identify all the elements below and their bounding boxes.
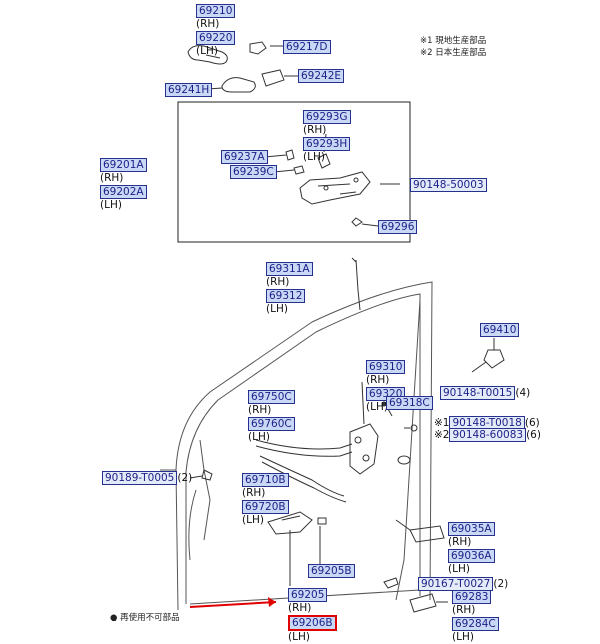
part-90148-t0015[interactable]: 90148-T0015 <box>440 386 516 400</box>
part-69293h[interactable]: 69293H <box>303 137 351 151</box>
part-69239c[interactable]: 69239C <box>230 165 277 179</box>
highlight-arrow <box>189 597 277 608</box>
lock-rod-drawing <box>355 259 361 311</box>
part-69760c[interactable]: 69760C <box>248 417 295 431</box>
door-outline-drawing <box>160 281 433 611</box>
part-69720b[interactable]: 69720B <box>242 500 289 514</box>
part-69310[interactable]: 69310 <box>366 360 406 374</box>
callout-90167-t0027: 90167-T0027(2) <box>418 577 508 591</box>
striker-drawing <box>483 338 505 369</box>
callout-90148-t0015: 90148-T0015(4) <box>440 386 530 400</box>
callout-69242e: 69242E <box>298 69 345 83</box>
part-90148-t0018[interactable]: 90148-T0018 <box>449 416 525 430</box>
handle-pad-drawing <box>249 41 267 55</box>
callout-69205b: 69205B <box>308 564 355 578</box>
part-69312[interactable]: 69312 <box>266 289 306 303</box>
part-69201a[interactable]: 69201A <box>100 158 147 172</box>
cover-69283-drawing <box>409 593 437 613</box>
callout-69241h: 69241H <box>165 83 213 97</box>
part-69220[interactable]: 69220 <box>196 31 236 45</box>
frame-assembly-box <box>177 101 411 243</box>
callout-69205-69206b: 69205(RH) 69206B(LH) <box>288 588 337 644</box>
part-69283[interactable]: 69283 <box>452 590 492 604</box>
part-69296[interactable]: 69296 <box>378 220 418 234</box>
note-local-production: ※1 現地生産部品 <box>420 36 487 46</box>
part-69410[interactable]: 69410 <box>480 323 520 337</box>
part-69311a[interactable]: 69311A <box>266 262 313 276</box>
callout-90189-t0005: 90189-T0005(2) <box>102 471 192 485</box>
part-69206b-highlighted[interactable]: 69206B <box>288 615 337 631</box>
cable-drawing <box>255 439 353 450</box>
bullet-marker <box>112 618 116 621</box>
part-69750c[interactable]: 69750C <box>248 390 295 404</box>
part-69205[interactable]: 69205 <box>288 588 328 602</box>
callout-69311a-69312: 69311A(RH) 69312(LH) <box>266 262 313 316</box>
part-69210[interactable]: 69210 <box>196 4 236 18</box>
part-69242e[interactable]: 69242E <box>298 69 345 83</box>
frame-assembly-drawing <box>285 149 400 227</box>
parts-diagram-drawing <box>112 34 505 621</box>
callout-69210-69220: 69210(RH) 69220(LH) <box>196 4 236 58</box>
part-69205b[interactable]: 69205B <box>308 564 355 578</box>
callout-69750c-69760c: 69750C(RH) 69760C(LH) <box>248 390 295 444</box>
callout-69283-69284c: 69283(RH) 69284C(LH) <box>452 590 499 644</box>
part-69036a[interactable]: 69036A <box>448 549 495 563</box>
callout-69410: 69410 <box>480 323 520 337</box>
part-69237a[interactable]: 69237A <box>221 150 268 164</box>
part-90148-50003[interactable]: 90148-50003 <box>410 178 487 192</box>
part-90189-t0005[interactable]: 90189-T0005 <box>102 471 178 485</box>
part-69202a[interactable]: 69202A <box>100 185 147 199</box>
callout-69293g-69293h: 69293G(RH) 69293H(LH) <box>303 110 351 164</box>
callout-90148-50003: 90148-50003 <box>410 178 487 192</box>
note-japan-production: ※2 日本生産部品 <box>420 48 487 58</box>
inside-handle-drawing <box>267 511 327 535</box>
callout-69239c: 69239C <box>230 165 277 179</box>
part-90148-60083[interactable]: 90148-60083 <box>449 428 527 442</box>
callout-69318c: 69318C <box>386 396 433 410</box>
handle-frame-drawing <box>221 77 256 93</box>
part-90167-t0027[interactable]: 90167-T0027 <box>418 577 494 591</box>
seal-drawing <box>409 525 445 543</box>
callout-69237a: 69237A <box>221 150 268 164</box>
screw-drawing <box>410 424 418 432</box>
part-69284c[interactable]: 69284C <box>452 617 499 631</box>
note-non-reusable: ● 再使用不可部品 <box>110 613 180 623</box>
cover-69242e-drawing <box>261 69 285 87</box>
part-69293g[interactable]: 69293G <box>303 110 351 124</box>
washer-drawing <box>397 455 411 465</box>
part-69241h[interactable]: 69241H <box>165 83 213 97</box>
part-69710b[interactable]: 69710B <box>242 473 289 487</box>
part-69035a[interactable]: 69035A <box>448 522 495 536</box>
callout-69710b-69720b: 69710B(RH) 69720B(LH) <box>242 473 289 527</box>
callout-69296: 69296 <box>378 220 418 234</box>
callout-69310-69320: 69310(RH) 69320(LH) <box>366 360 406 414</box>
door-lock-drawing <box>349 381 379 475</box>
part-69318c[interactable]: 69318C <box>386 396 433 410</box>
callout-69217d: 69217D <box>283 40 331 54</box>
bullet-marker <box>381 401 387 407</box>
callout-69201a-69202a: 69201A(RH) 69202A(LH) <box>100 158 147 212</box>
part-69217d[interactable]: 69217D <box>283 40 331 54</box>
callout-69035a-69036a: 69035A(RH) 69036A(LH) <box>448 522 495 576</box>
